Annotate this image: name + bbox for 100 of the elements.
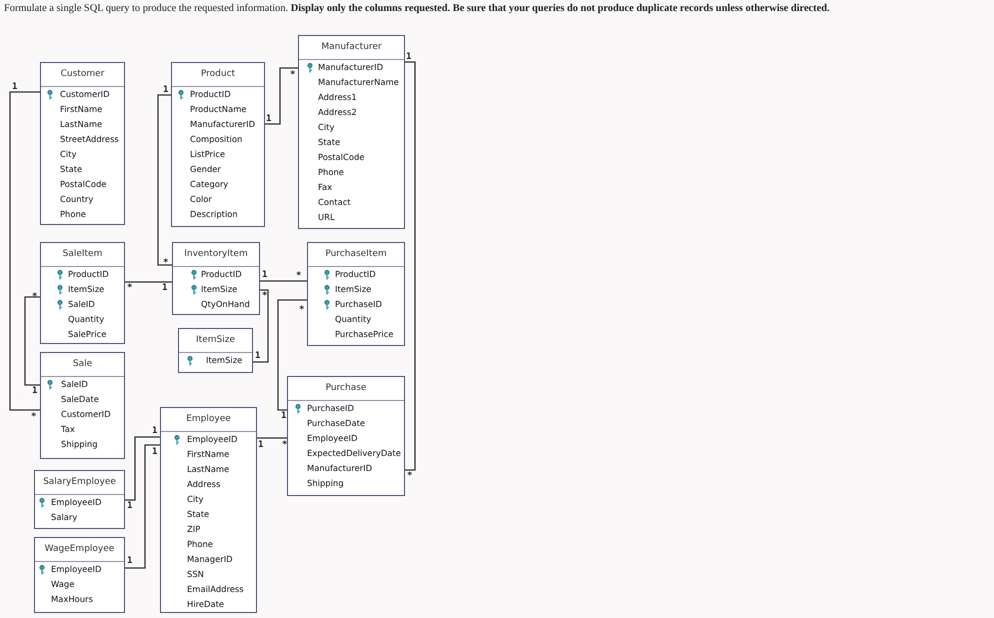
cardinality-label: 1 — [281, 412, 286, 421]
column-name: ProductName — [190, 104, 247, 115]
table-name: Employee — [185, 414, 232, 424]
cardinality-label: 1 — [12, 83, 18, 92]
table-box — [298, 35, 405, 229]
column-name: State — [187, 509, 210, 520]
column-name: Composition — [190, 134, 242, 145]
cardinality-label: * — [31, 413, 36, 422]
column-name: Contact — [318, 197, 351, 208]
table-name: PurchaseItem — [324, 249, 388, 259]
cardinality-label: 1 — [162, 284, 168, 293]
relationship-line — [125, 444, 160, 569]
table-name: SalaryEmployee — [42, 477, 117, 487]
column-name: EmployeeID — [187, 434, 238, 445]
column-name: City — [60, 149, 76, 160]
column-name: FirstName — [187, 449, 230, 460]
column-name: Phone — [318, 167, 344, 178]
column-name: SalePrice — [68, 329, 106, 340]
column-name: ZIP — [187, 524, 200, 535]
column-name: Category — [190, 179, 228, 190]
cardinality-label: * — [32, 293, 38, 302]
column-name: Phone — [60, 209, 86, 220]
column-name: MaxHours — [51, 594, 93, 605]
cardinality-label: 1 — [266, 115, 272, 124]
column-name: PostalCode — [60, 179, 106, 190]
table-box — [40, 62, 125, 225]
column-name: Fax — [318, 182, 332, 193]
column-name: Description — [190, 209, 238, 220]
column-name: EmployeeID — [51, 564, 102, 575]
column-name: PurchasePrice — [335, 329, 394, 340]
cardinality-label: 1 — [152, 427, 158, 436]
column-name: ProductID — [190, 89, 231, 100]
relationship-line — [405, 61, 416, 471]
column-name: Address1 — [318, 92, 357, 103]
table-box — [307, 242, 405, 346]
column-name: ListPrice — [190, 149, 226, 160]
column-name: ExpectedDeliveryDate — [307, 448, 401, 459]
column-name: State — [318, 137, 340, 148]
table-box — [172, 242, 260, 315]
cardinality-label: * — [296, 272, 302, 281]
table-name: Purchase — [324, 383, 368, 393]
column-name: LastName — [187, 464, 230, 475]
column-name: City — [318, 122, 334, 133]
cardinality-label: * — [282, 441, 288, 450]
table-name: WageEmployee — [44, 544, 116, 554]
cardinality-label: 1 — [406, 53, 412, 62]
instruction-text: Formulate a single SQL query to produce the requested information. Display only the columns requested. Be sure that your queries do not produce duplicate records unless otherwise directed. — [4, 3, 831, 14]
column-name: FirstName — [60, 104, 102, 115]
cardinality-label: 1 — [163, 86, 168, 95]
cardinality-label: 1 — [262, 271, 268, 280]
cardinality-label: * — [127, 284, 132, 293]
table-name: ItemSize — [195, 335, 236, 345]
column-name: Address — [187, 479, 220, 490]
table-box — [287, 376, 405, 496]
cardinality-label: 1 — [258, 441, 264, 450]
column-name: Wage — [51, 579, 74, 590]
column-name: Salary — [51, 512, 78, 523]
table-box — [40, 242, 125, 344]
column-name: Quantity — [335, 314, 372, 325]
column-name: ItemSize — [206, 355, 242, 366]
column-name: Quantity — [68, 314, 104, 325]
cardinality-label: * — [290, 71, 296, 80]
column-name: Gender — [190, 164, 221, 175]
cardinality-label: 1 — [32, 387, 38, 396]
column-name: QtyOnHand — [201, 299, 250, 310]
column-name: ManufacturerID — [318, 62, 384, 73]
table-box — [40, 352, 125, 459]
relationship-line — [257, 437, 287, 439]
column-name: SaleID — [68, 299, 95, 310]
table-name: Customer — [60, 69, 106, 79]
column-name: LastName — [60, 119, 102, 130]
column-name: PurchaseID — [335, 299, 382, 310]
cardinality-label: 1 — [127, 502, 132, 511]
relationship-line — [260, 280, 307, 282]
column-name: ItemSize — [68, 284, 104, 295]
cardinality-label: * — [407, 472, 412, 481]
column-name: ProductID — [201, 269, 242, 280]
column-name: Shipping — [307, 478, 344, 489]
table-name: InventoryItem — [183, 249, 249, 259]
column-name: Tax — [61, 424, 75, 435]
cardinality-label: * — [163, 259, 168, 268]
cardinality-label: 1 — [127, 557, 132, 566]
relationship-line — [125, 281, 172, 283]
relationship-line — [265, 67, 298, 125]
column-name: PurchaseID — [307, 403, 354, 414]
column-name: Color — [190, 194, 212, 205]
column-name: ProductID — [68, 269, 109, 280]
column-name: SaleDate — [61, 394, 99, 405]
relationship-line — [24, 296, 40, 386]
cardinality-label: 1 — [255, 352, 260, 361]
relationship-line — [125, 436, 160, 501]
column-name: ManufacturerID — [190, 119, 256, 130]
column-name: CustomerID — [60, 89, 110, 100]
column-name: State — [60, 164, 82, 175]
table-name: Manufacturer — [320, 42, 383, 52]
column-name: PostalCode — [318, 152, 364, 163]
cardinality-label: 1 — [152, 448, 158, 457]
table-box — [34, 470, 125, 529]
column-name: EmployeeID — [307, 433, 358, 444]
column-name: Address2 — [318, 107, 357, 118]
